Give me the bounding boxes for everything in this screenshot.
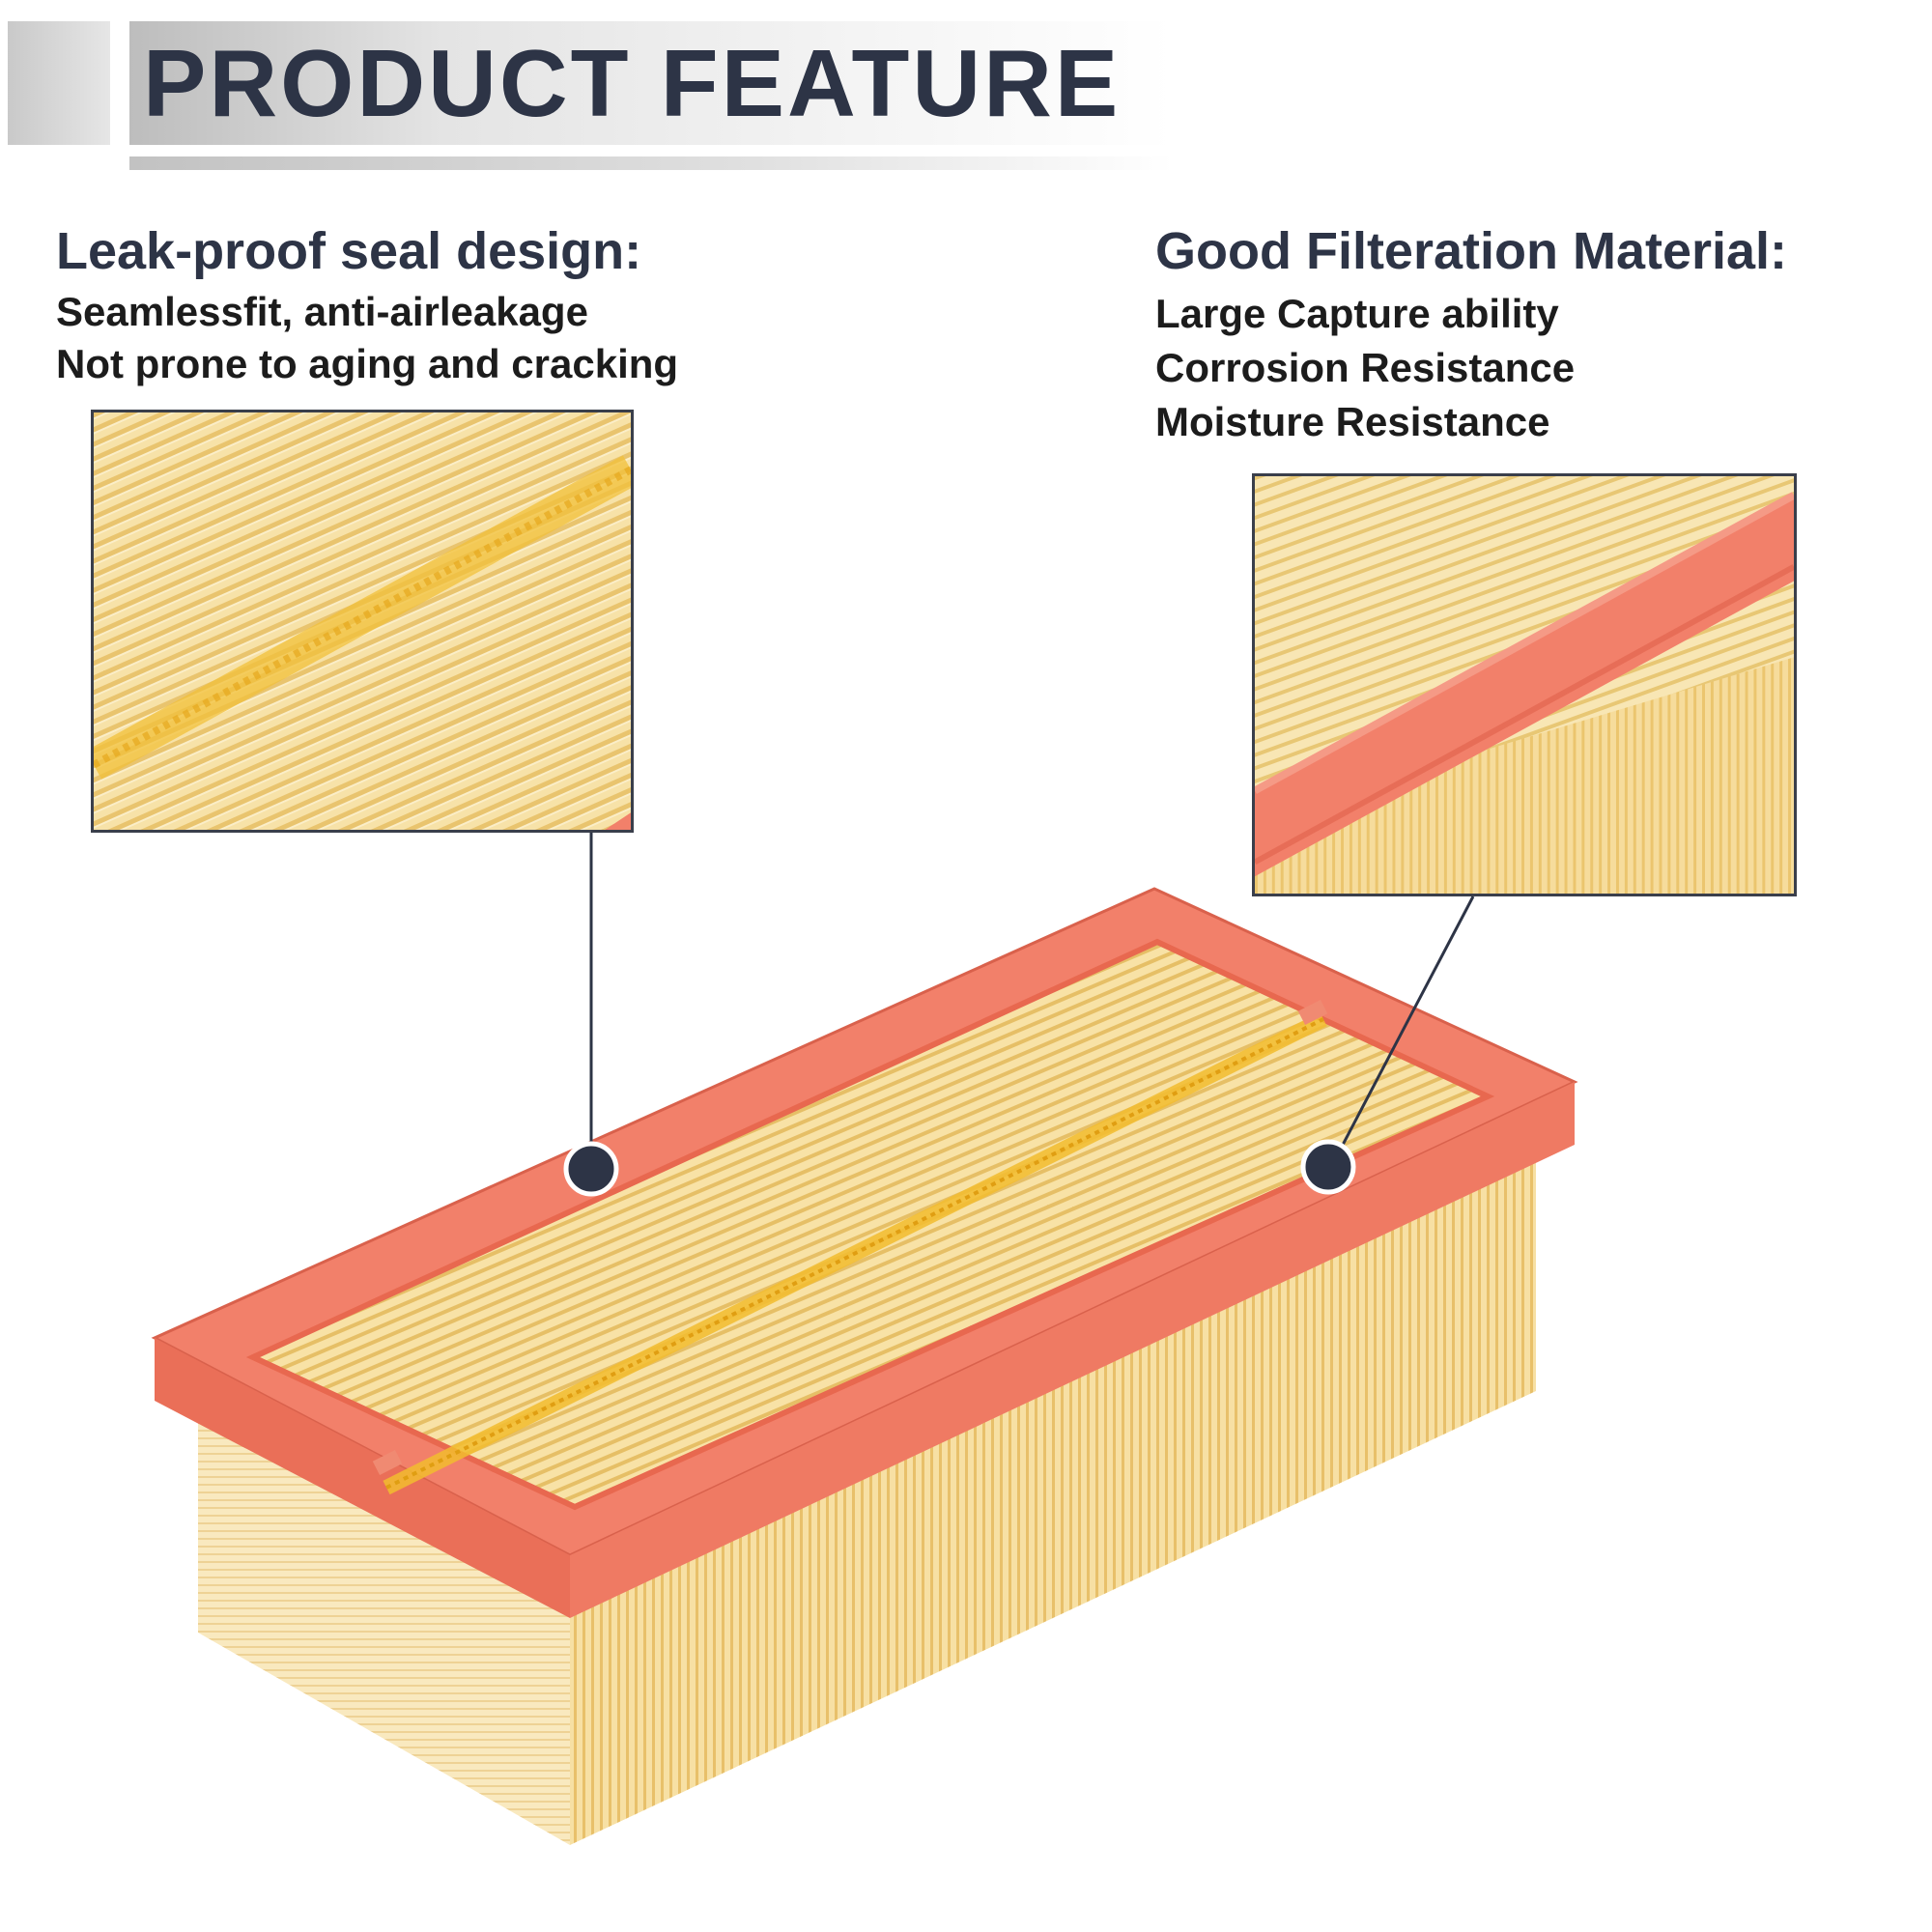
seam-clip <box>1297 999 1328 1026</box>
seam-clip <box>372 1449 403 1476</box>
callout-dot-seal <box>563 1141 619 1197</box>
frame-lip-front <box>570 1082 1575 1618</box>
feature-seal-line: Seamlessfit, anti-airleakage <box>56 289 588 334</box>
feature-material-line: Large Capture ability <box>1155 291 1559 336</box>
page-title: PRODUCT FEATURE <box>143 30 1122 136</box>
zoom-inset-material-detail <box>1252 473 1797 896</box>
feature-material-line: Moisture Resistance <box>1155 399 1550 444</box>
frame-inner-edge <box>245 938 1495 1511</box>
frame-lip-left <box>155 1338 570 1618</box>
header-banner <box>129 21 1173 145</box>
callout-line-material <box>1329 895 1475 1168</box>
header-accent-block <box>8 21 110 145</box>
center-seam-stitch <box>385 1017 1324 1490</box>
feature-material-line: Corrosion Resistance <box>1155 345 1576 390</box>
filter-side-front <box>570 1159 1536 1845</box>
feature-material-heading: Good Filteration Material: <box>1155 222 1788 280</box>
callout-dot-material <box>1300 1139 1356 1195</box>
filter-side-left <box>198 1401 570 1845</box>
feature-seal-line: Not prone to aging and cracking <box>56 341 679 386</box>
header-underline <box>129 156 1173 170</box>
zoom-inset-seal-detail <box>91 410 634 833</box>
feature-seal-heading: Leak-proof seal design: <box>56 222 642 280</box>
